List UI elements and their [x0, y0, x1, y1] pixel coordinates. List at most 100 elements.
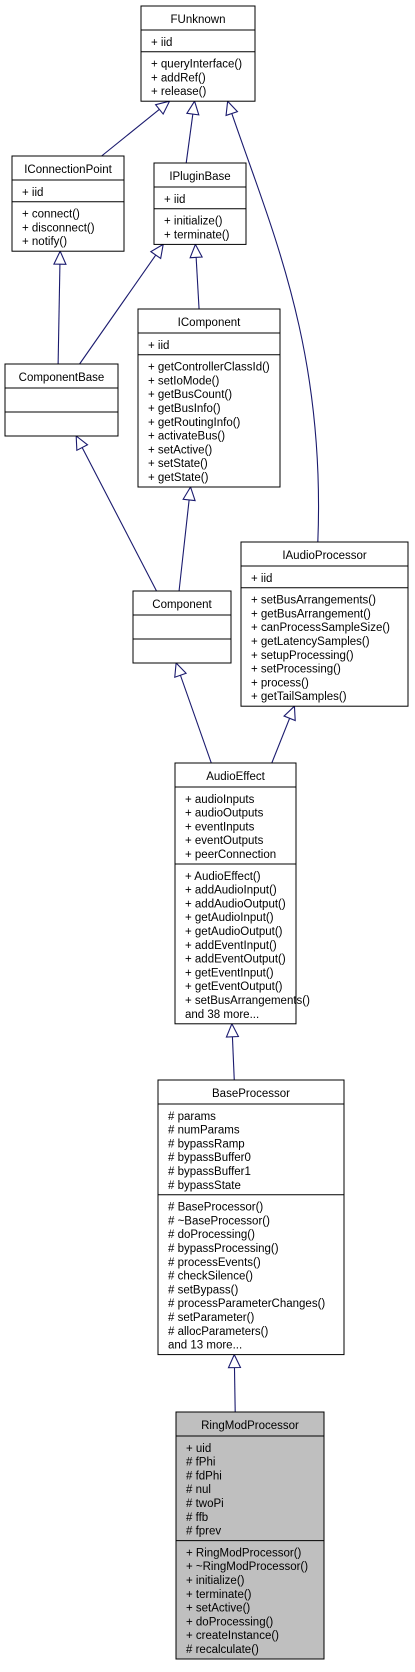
edge-component-to-icomponent — [178, 485, 196, 592]
class-box — [140, 5, 256, 102]
class-method: # ~BaseProcessor() — [168, 1215, 270, 1227]
inheritance-arrowhead — [182, 485, 196, 502]
edge-componentbase-to-iconnectionpoint — [53, 249, 67, 365]
class-attribute: + iid — [22, 187, 43, 199]
class-box — [132, 590, 232, 664]
class-method: + getTailSamples() — [251, 691, 347, 703]
edge-audioeffect-to-component — [174, 661, 212, 764]
class-method: + terminate() — [186, 1589, 252, 1601]
class-method: + getLatencySamples() — [251, 636, 370, 648]
class-ipluginbase[interactable]: IPluginBase+ iid+ initialize()+ terminat… — [153, 162, 247, 245]
inheritance-arrowhead — [154, 100, 171, 116]
class-box — [4, 363, 119, 437]
class-box — [240, 541, 409, 707]
class-method: + ~RingModProcessor() — [186, 1561, 308, 1573]
class-method: # processEvents() — [168, 1257, 261, 1269]
class-method: # BaseProcessor() — [168, 1202, 263, 1214]
inheritance-arrowhead — [225, 1022, 240, 1038]
class-attribute: # fprev — [186, 1526, 221, 1538]
class-box — [174, 762, 297, 1025]
edge-ringmodprocessor-to-baseprocessor — [227, 1353, 242, 1413]
class-method: + createInstance() — [186, 1630, 279, 1642]
inheritance-arrowhead — [174, 661, 188, 679]
class-method: + connect() — [22, 209, 80, 221]
class-box — [11, 155, 125, 252]
class-method: # allocParameters() — [168, 1326, 269, 1338]
class-component[interactable]: Component — [132, 590, 232, 664]
class-attribute: + iid — [151, 37, 172, 49]
edge-ipluginbase-to-funknown — [185, 99, 200, 164]
class-attribute: + eventInputs — [185, 821, 255, 833]
class-icomponent[interactable]: IComponent+ iid+ getControllerClassId()+… — [137, 308, 281, 488]
class-title: IConnectionPoint — [24, 164, 112, 176]
class-attribute: + iid — [164, 194, 185, 206]
edge-component-to-componentbase — [75, 434, 158, 592]
class-attribute: # bypassState — [168, 1180, 241, 1192]
class-boxes: FUnknown+ iid+ queryInterface()+ addRef(… — [4, 5, 409, 1660]
class-method: + release() — [151, 86, 206, 98]
class-title: BaseProcessor — [212, 1088, 290, 1100]
class-title: AudioEffect — [206, 771, 265, 783]
inheritance-arrowhead — [185, 99, 200, 116]
class-title: ComponentBase — [19, 372, 105, 384]
edge-icomponent-to-ipluginbase — [189, 243, 204, 310]
class-attribute: # bypassBuffer1 — [168, 1166, 251, 1178]
class-attribute: # twoPi — [186, 1498, 224, 1510]
class-method: + getEventOutput() — [185, 981, 283, 993]
class-method: + setState() — [148, 458, 208, 470]
class-method: + getAudioOutput() — [185, 926, 283, 938]
class-iconnectionpoint[interactable]: IConnectionPoint + iid + connect()+ discon… — [11, 155, 125, 252]
class-attribute: # numParams — [168, 1125, 240, 1137]
class-method: + getEventInput() — [185, 967, 274, 979]
class-method: + addAudioInput() — [185, 885, 277, 897]
class-method: + process() — [251, 677, 309, 689]
class-box — [153, 162, 247, 245]
class-method: + setActive() — [186, 1603, 250, 1615]
class-attribute: # ffb — [186, 1512, 208, 1524]
inheritance-edges — [53, 99, 320, 1413]
class-method: + activateBus() — [148, 431, 225, 443]
class-method: # checkSilence() — [168, 1271, 253, 1283]
class-method: # processParameterChanges() — [168, 1298, 325, 1310]
class-method: # setParameter() — [168, 1312, 254, 1324]
class-componentbase[interactable]: ComponentBase — [4, 363, 119, 437]
class-method: + initialize() — [164, 216, 223, 228]
class-title: RingModProcessor — [201, 1420, 299, 1432]
inheritance-arrowhead — [75, 434, 89, 452]
class-method: + getState() — [148, 472, 209, 484]
class-method: + disconnect() — [22, 222, 95, 234]
edge-iconnectionpoint-to-funknown — [101, 100, 171, 157]
class-method: + doProcessing() — [186, 1616, 273, 1628]
class-attribute: # params — [168, 1111, 216, 1123]
inheritance-arrowhead — [225, 99, 239, 117]
class-method: + setupProcessing() — [251, 650, 354, 662]
class-attribute: # fPhi — [186, 1457, 215, 1469]
class-baseprocessor[interactable]: BaseProcessor # params # numParams # bypass… — [157, 1079, 345, 1356]
class-method: + canProcessSampleSize() — [251, 622, 390, 634]
edge-iaudioprocessor-to-funknown — [225, 99, 320, 543]
inheritance-arrowhead — [227, 1353, 242, 1369]
class-method: # recalculate() — [186, 1644, 259, 1656]
class-ringmodprocessor[interactable]: RingModProcessor+ uid# fPhi# fdPhi# nul#… — [175, 1411, 325, 1660]
class-method: + getBusInfo() — [148, 403, 221, 415]
class-attribute: + eventOutputs — [185, 835, 264, 847]
class-iaudioprocessor[interactable]: IAudioProcessor+ iid+ setBusArrangements… — [240, 541, 409, 707]
class-method: + getAudioInput() — [185, 912, 274, 924]
class-box — [157, 1079, 345, 1356]
class-method: + addEventOutput() — [185, 954, 286, 966]
class-method: + getRoutingInfo() — [148, 417, 241, 429]
class-method: + setActive() — [148, 444, 212, 456]
class-method: + queryInterface() — [151, 59, 242, 71]
class-attribute: + peerConnection — [185, 849, 276, 861]
class-title: IPluginBase — [169, 171, 230, 183]
class-method: + addRef() — [151, 72, 206, 84]
class-method: # doProcessing() — [168, 1229, 255, 1241]
class-method: and 13 more... — [168, 1340, 242, 1352]
class-funknown[interactable]: FUnknown+ iid+ queryInterface()+ addRef(… — [140, 5, 256, 102]
edge-componentbase-to-ipluginbase — [79, 243, 164, 365]
class-method: + getControllerClassId() — [148, 362, 270, 374]
class-box — [137, 308, 281, 488]
class-audioeffect[interactable]: AudioEffect+ audioInputs+ audioOutputs+ … — [174, 762, 310, 1025]
class-attribute: + uid — [186, 1443, 211, 1455]
class-method: + getBusArrangement() — [251, 608, 371, 620]
